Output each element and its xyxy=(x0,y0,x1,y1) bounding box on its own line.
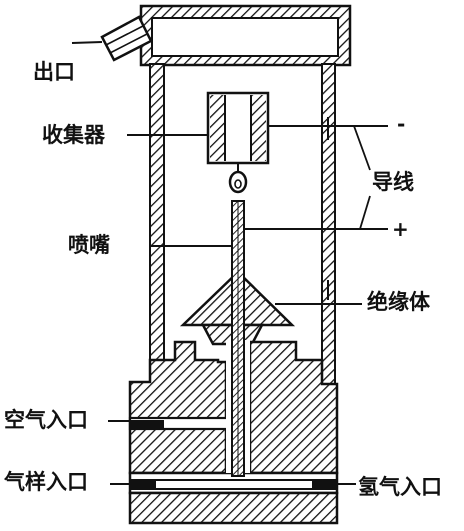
label-insulator: 绝缘体 xyxy=(367,290,430,314)
label-outlet: 出口 xyxy=(33,60,75,84)
wires xyxy=(244,117,388,300)
collector xyxy=(206,91,270,172)
label-sample-inlet: 气样入口 xyxy=(4,470,88,494)
sign-positive: + xyxy=(392,217,409,241)
bottom-inlet xyxy=(129,479,338,490)
flame xyxy=(228,170,248,194)
right-wall xyxy=(321,63,336,385)
outlet-tube xyxy=(100,15,153,62)
nozzle xyxy=(150,200,245,477)
label-nozzle: 喷嘴 xyxy=(68,233,110,257)
top-cap xyxy=(139,4,352,67)
label-air-inlet: 空气入口 xyxy=(4,408,88,432)
left-wall xyxy=(149,63,165,361)
sign-negative: - xyxy=(397,112,406,136)
leader-lines xyxy=(71,41,356,485)
label-wires: 导线 xyxy=(372,170,414,194)
label-hydrogen-inlet: 氢气入口 xyxy=(358,475,442,499)
label-collector: 收集器 xyxy=(42,123,105,147)
